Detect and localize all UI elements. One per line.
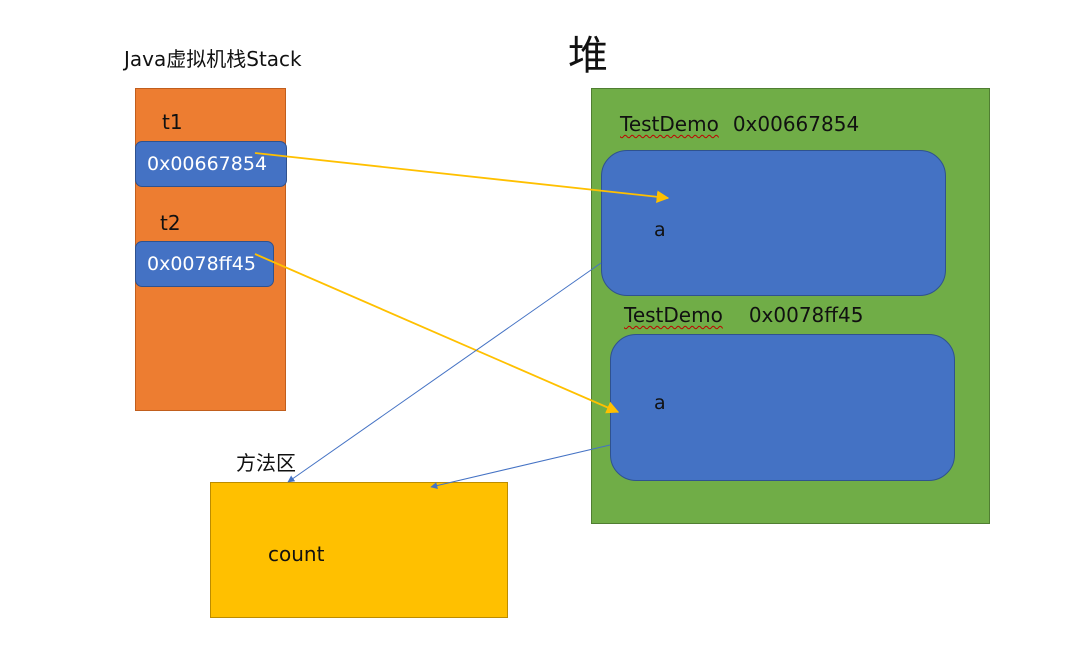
- var-t2-label: t2: [160, 211, 181, 235]
- method-area: [210, 482, 508, 618]
- static-count-field: count: [268, 542, 325, 566]
- method-area-title: 方法区: [236, 451, 296, 475]
- heap-object-1: [601, 150, 946, 296]
- object-1-header: TestDemo 0x00667854: [620, 112, 859, 136]
- stack-title: Java虚拟机栈Stack: [124, 47, 302, 71]
- object-2-class: TestDemo: [624, 303, 723, 327]
- object-1-class: TestDemo: [620, 112, 719, 136]
- heap-object-2: [610, 334, 955, 481]
- object-2-header: TestDemo 0x0078ff45: [624, 303, 864, 327]
- var-t2-reference: 0x0078ff45: [135, 241, 274, 287]
- object-1-address: 0x00667854: [732, 112, 860, 136]
- heap-title: 堆: [568, 33, 608, 79]
- object-1-field: a: [654, 219, 666, 241]
- object-2-to-count-arrow: [430, 444, 611, 489]
- object-2-address: 0x0078ff45: [748, 303, 864, 327]
- var-t1-label: t1: [162, 110, 183, 134]
- object-2-field: a: [654, 392, 666, 414]
- object-1-to-count-arrow: [287, 262, 602, 483]
- var-t1-reference: 0x00667854: [135, 141, 287, 187]
- t2-to-object-2-arrow: [254, 253, 620, 414]
